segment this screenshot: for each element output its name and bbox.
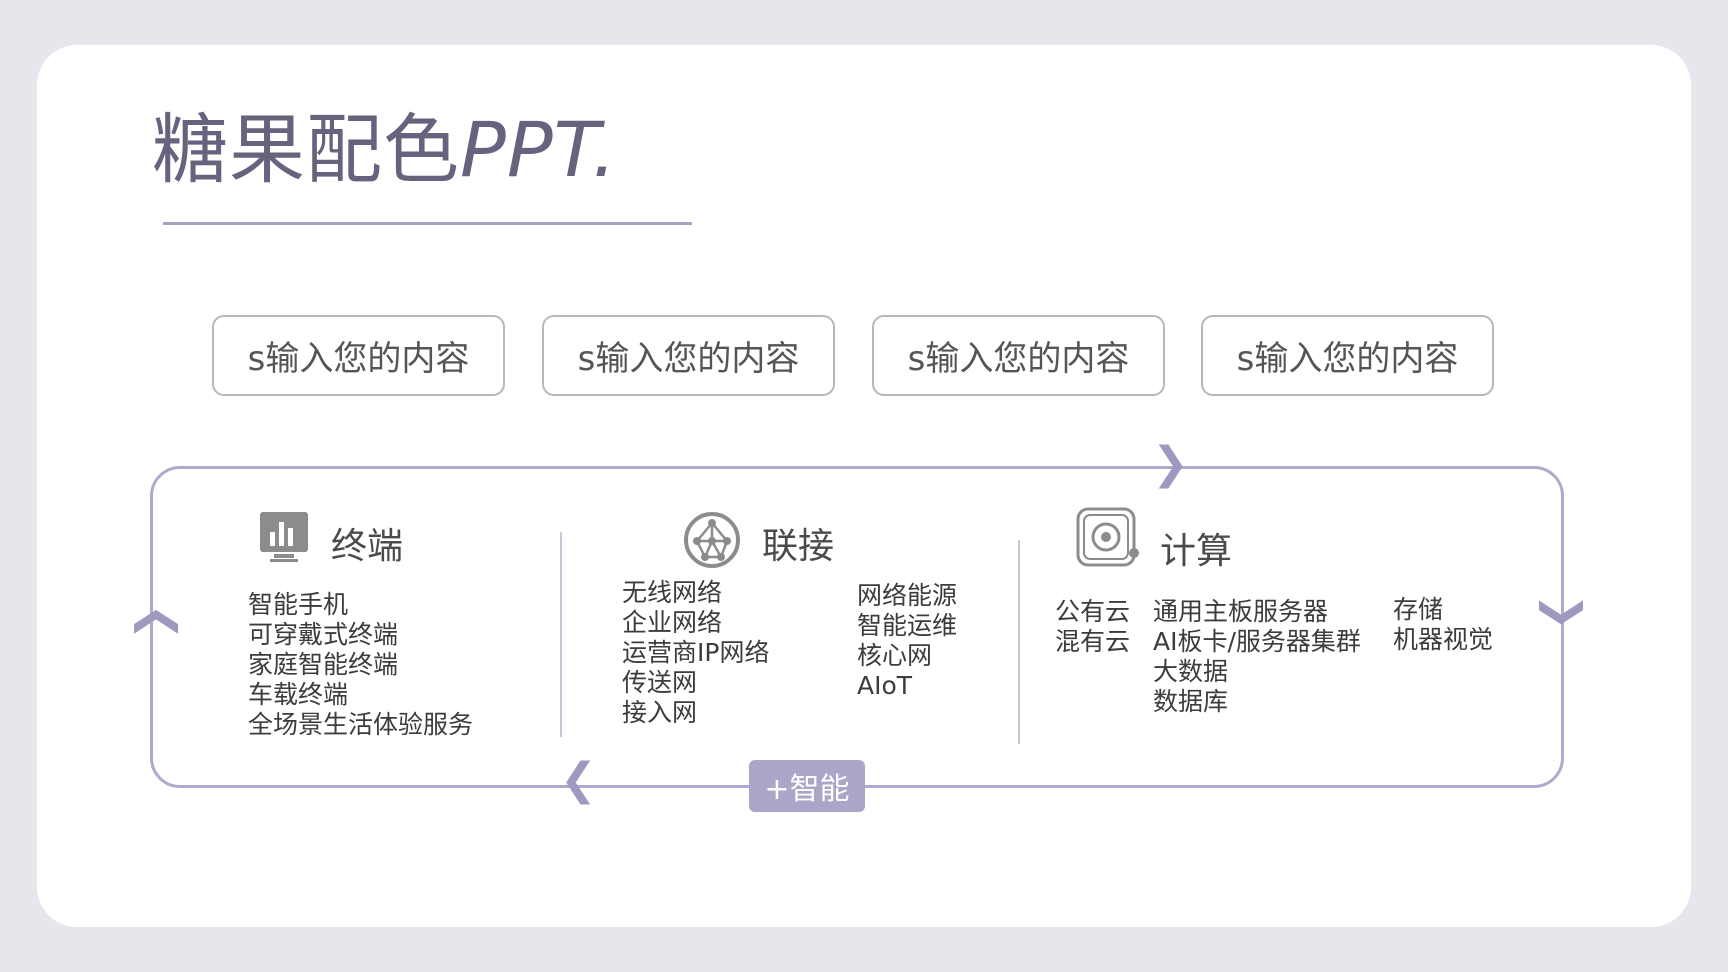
list-item: AIoT: [857, 671, 913, 700]
list-item: 智能手机: [248, 590, 349, 619]
arrow-down-icon: ❯: [1538, 593, 1590, 631]
title-latin: PPT.: [460, 105, 618, 194]
content-box-4[interactable]: s输入您的内容: [1201, 315, 1494, 396]
list-item: 无线网络: [622, 578, 723, 607]
connect-list-left: 无线网络 企业网络 运营商IP网络 传送网 接入网: [622, 578, 769, 728]
compute-list-col2: 通用主板服务器 AI板卡/服务器集群 大数据 数据库: [1153, 597, 1363, 717]
network-globe-icon: [683, 511, 741, 573]
list-item: 存储: [1393, 595, 1444, 624]
list-item: 运营商IP网络: [622, 638, 770, 667]
section-title-connect: 联接: [762, 526, 835, 567]
list-item: 智能运维: [857, 611, 958, 640]
bar-chart-monitor-icon: [258, 510, 310, 568]
list-item: 混有云: [1055, 627, 1131, 656]
list-item: 网络能源: [857, 581, 958, 610]
list-item: 大数据: [1153, 657, 1229, 686]
title-cn: 糖果配色: [152, 105, 460, 194]
title-underline: [163, 222, 692, 225]
list-item: 传送网: [622, 668, 698, 697]
smart-badge: +智能: [749, 760, 865, 812]
section-divider-1: [560, 532, 562, 737]
compute-list-col1: 公有云 混有云: [1055, 597, 1130, 657]
list-item: 核心网: [857, 641, 933, 670]
compute-list-col3: 存储 机器视觉: [1393, 595, 1493, 655]
list-item: 接入网: [622, 698, 698, 727]
content-box-1[interactable]: s输入您的内容: [212, 315, 505, 396]
speaker-device-icon: [1075, 506, 1141, 572]
slide-title: 糖果配色PPT.: [152, 112, 617, 188]
connect-list-right: 网络能源 智能运维 核心网 AIoT: [857, 581, 957, 701]
list-item: 全场景生活体验服务: [248, 710, 474, 739]
list-item: AI板卡/服务器集群: [1153, 627, 1361, 656]
arrow-up-icon: ❯: [127, 603, 179, 641]
section-title-terminal: 终端: [331, 526, 404, 567]
arrow-left-icon: ❯: [560, 760, 597, 811]
list-item: 可穿戴式终端: [248, 620, 399, 649]
list-item: 数据库: [1153, 687, 1229, 716]
arrow-right-icon: ❯: [1152, 438, 1189, 489]
terminal-list: 智能手机 可穿戴式终端 家庭智能终端 车载终端 全场景生活体验服务: [248, 590, 473, 740]
list-item: 通用主板服务器: [1153, 597, 1329, 626]
section-title-compute: 计算: [1160, 531, 1233, 572]
content-box-2[interactable]: s输入您的内容: [542, 315, 835, 396]
list-item: 企业网络: [622, 608, 723, 637]
list-item: 家庭智能终端: [248, 650, 399, 679]
list-item: 公有云: [1055, 597, 1131, 626]
list-item: 车载终端: [248, 680, 349, 709]
section-divider-2: [1018, 540, 1020, 744]
content-box-3[interactable]: s输入您的内容: [872, 315, 1165, 396]
list-item: 机器视觉: [1393, 625, 1494, 654]
